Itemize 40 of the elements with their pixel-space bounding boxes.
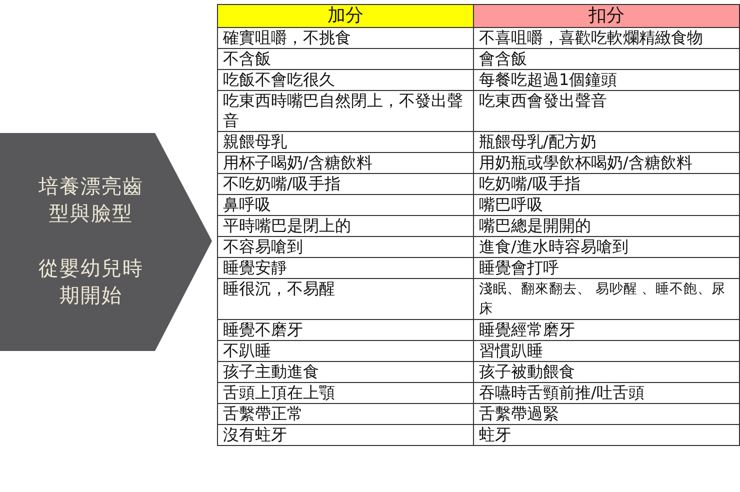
table-cell: 睡覺會打呼 bbox=[474, 258, 740, 278]
table-cell: 吃奶嘴/吸手指 bbox=[474, 174, 740, 194]
table-cell: 孩子被動餵食 bbox=[474, 362, 740, 382]
table-cell: 鼻呼吸 bbox=[218, 194, 474, 216]
table-cell: 蛀牙 bbox=[474, 424, 740, 446]
table-cell: 親餵母乳 bbox=[218, 132, 474, 152]
table-cell: 舌繫帶正常 bbox=[218, 404, 474, 424]
table-cell: 用杯子喝奶/含糖飲料 bbox=[218, 152, 474, 174]
table-cell: 瓶餵母乳/配方奶 bbox=[474, 132, 740, 152]
table-cell: 不容易嗆到 bbox=[218, 236, 474, 258]
table-cell: 吃東西時嘴巴自然閉上，不發出聲音 bbox=[218, 90, 474, 132]
table-cell: 孩子主動進食 bbox=[218, 362, 474, 382]
table-cell: 吃東西會發出聲音 bbox=[474, 90, 740, 132]
table-cell: 不趴睡 bbox=[218, 340, 474, 362]
subheading-text: 從嬰幼兒時期開始 bbox=[38, 255, 144, 309]
table-cell: 不吃奶嘴/吸手指 bbox=[218, 174, 474, 194]
header-cell: 加分 bbox=[218, 4, 474, 28]
table-cell: 平時嘴巴是閉上的 bbox=[218, 216, 474, 236]
table-cell: 淺眠、翻來翻去、 易吵醒 、睡不飽、尿床 bbox=[474, 278, 740, 320]
table-cell: 嘴巴總是開開的 bbox=[474, 216, 740, 236]
table-cell: 沒有蛀牙 bbox=[218, 424, 474, 446]
table-cell: 舌頭上頂在上顎 bbox=[218, 382, 474, 404]
table-cell: 習慣趴睡 bbox=[474, 340, 740, 362]
table-cell: 每餐吃超過1個鐘頭 bbox=[474, 70, 740, 90]
table-cell: 睡覺不磨牙 bbox=[218, 320, 474, 340]
table-cell: 進食/進水時容易嗆到 bbox=[474, 236, 740, 258]
table-cell: 舌繫帶過緊 bbox=[474, 404, 740, 424]
table-cell: 不喜咀嚼，喜歡吃軟爛精緻食物 bbox=[474, 28, 740, 48]
table-cell: 吃飯不會吃很久 bbox=[218, 70, 474, 90]
table-cell: 確實咀嚼，不挑食 bbox=[218, 28, 474, 48]
table-cell: 吞嚥時舌頸前推/吐舌頭 bbox=[474, 382, 740, 404]
table-cell: 睡覺安靜 bbox=[218, 258, 474, 278]
table-cell: 不含飯 bbox=[218, 48, 474, 70]
header-cell: 扣分 bbox=[474, 4, 740, 28]
heading-text: 培養漂亮齒型與臉型 bbox=[38, 173, 144, 227]
table-cell: 用奶瓶或學飲杯喝奶/含糖飲料 bbox=[474, 152, 740, 174]
table-cell: 會含飯 bbox=[474, 48, 740, 70]
table-cell: 嘴巴呼吸 bbox=[474, 194, 740, 216]
table-cell: 睡很沉，不易醒 bbox=[218, 278, 474, 320]
table-cell: 睡覺經常磨牙 bbox=[474, 320, 740, 340]
